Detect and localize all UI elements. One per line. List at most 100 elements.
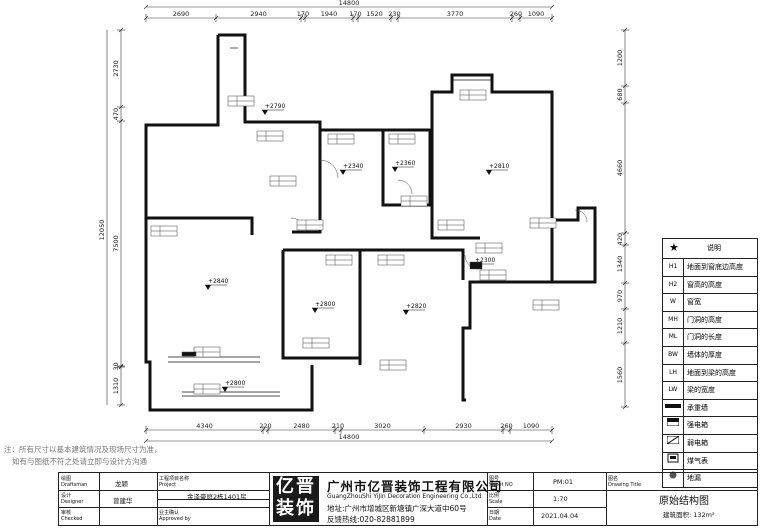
scale-value: 1:70 — [553, 495, 568, 503]
company-address: 地址:广州市增城区新塘镇广深大道中60号 — [327, 504, 467, 513]
dim-tick — [118, 27, 124, 33]
level-marker-icon — [403, 310, 409, 315]
legend-row: 弱电箱 — [663, 434, 757, 452]
dim-bottom-segment: 260 — [500, 422, 512, 430]
room-height-label: +2340 — [343, 163, 363, 170]
legend-header-text: 说明 — [707, 244, 721, 252]
star-icon: ★ — [669, 241, 679, 254]
legend-symbol-gas-icon — [663, 452, 684, 470]
dim-right-segment: 1560 — [616, 367, 624, 384]
sheet-no-value: PM:01 — [553, 478, 573, 486]
dim-left-segment: 30 — [112, 362, 120, 370]
wall-segment — [218, 33, 554, 220]
legend-symbol-weak-icon — [663, 435, 684, 452]
dim-tick — [395, 15, 401, 21]
dim-tick — [507, 427, 513, 433]
dim-tick — [622, 100, 628, 106]
legend-code: ML — [663, 329, 684, 346]
dim-right-segment: 1210 — [616, 318, 624, 335]
legend-row: 煤气表 — [663, 451, 757, 470]
dim-tick — [517, 15, 523, 21]
draftsman-label: 绘图 — [61, 476, 72, 482]
legend-code: BW — [663, 347, 684, 364]
project-value: 金泽豪庭2栋1401房 — [187, 493, 247, 501]
dim-tick — [143, 4, 149, 10]
legend-symbol-drain-icon — [663, 470, 684, 487]
level-marker-icon — [392, 167, 398, 172]
dim-tick — [118, 118, 124, 124]
dim-tick — [260, 427, 266, 433]
level-marker-icon — [486, 170, 492, 175]
drawing-title-label: 图名 — [608, 476, 619, 482]
dim-bottom-segment: 2480 — [293, 422, 310, 430]
room-height-label: +2300 — [475, 257, 495, 264]
dim-tick — [143, 427, 149, 433]
dim-tick — [118, 104, 124, 110]
dim-top-segment: 1090 — [528, 10, 545, 18]
legend-description: 墙体的厚度 — [687, 351, 722, 359]
dim-left-segment: 2730 — [112, 60, 120, 77]
legend-description: 门洞的高度 — [687, 315, 722, 324]
wall-segment — [146, 216, 254, 235]
dim-tick — [622, 83, 628, 89]
dim-tick — [332, 427, 338, 433]
legend-code: MH — [663, 311, 684, 329]
dim-top-segment: 260 — [510, 10, 522, 18]
level-marker-icon — [205, 285, 211, 290]
legend-symbol-bearing-icon — [663, 399, 684, 417]
dim-top-segment: 170 — [297, 10, 309, 18]
room-height-label: +2360 — [395, 160, 415, 167]
dim-tick — [298, 15, 304, 21]
dim-left-segment: 1310 — [112, 378, 120, 395]
logo-chars: 亿晋装饰 — [276, 476, 316, 519]
dim-bottom-segment: 3020 — [374, 422, 391, 430]
dim-tick — [118, 363, 124, 369]
legend-row: 承重墙 — [663, 398, 757, 417]
dim-top-total: 14800 — [339, 0, 360, 7]
dim-tick — [622, 280, 628, 286]
dim-tick — [549, 427, 555, 433]
drawing-title-value: 原始结构图 — [659, 496, 709, 507]
dim-tick — [143, 438, 149, 444]
room-height-label: +2790 — [265, 103, 285, 110]
legend-description: 承重墙 — [687, 403, 708, 412]
dim-right-segment: 1340 — [616, 256, 624, 273]
dim-right-segment: 4660 — [616, 160, 624, 177]
dim-top-segment: 170 — [349, 10, 361, 18]
dim-left-segment: 470 — [112, 108, 120, 120]
legend-row: 强电箱 — [663, 416, 757, 434]
date-label: 日期 — [489, 510, 500, 516]
legend-description: 地面到梁的高度 — [687, 368, 736, 377]
dim-tick — [355, 15, 361, 21]
dim-right-segment: 1200 — [616, 50, 624, 67]
wall-segment — [292, 130, 322, 234]
designer-label: 设计 — [61, 493, 72, 499]
legend-code: LW — [663, 382, 684, 399]
dim-top-segment: 230 — [388, 10, 400, 18]
sheet-no-sub: Sheet NO — [489, 482, 513, 488]
room-height-label: +2800 — [225, 380, 245, 387]
level-marker-icon — [340, 170, 346, 175]
dim-bottom-segment: 1090 — [523, 422, 540, 430]
note-line-1: 注：所有尺寸以基本建筑情况及现场尺寸为准， — [4, 445, 162, 454]
scale-label: 比例 — [489, 493, 500, 499]
legend-description: 窗宽 — [687, 298, 701, 307]
dim-bottom-segment: 220 — [259, 422, 271, 430]
dim-tick — [622, 306, 628, 312]
wall-segment — [360, 248, 465, 280]
company-name-en: GuangZhouShi YiJin Decoration Engineerin… — [327, 493, 482, 500]
area-text: 建筑面积: 132m² — [663, 511, 715, 519]
company-logo: 亿晋装饰 — [273, 476, 319, 522]
company-name-cn: 广州市亿晋装饰工程有限公司 — [327, 479, 503, 494]
sheet-no-label: 图号 — [489, 476, 500, 482]
dim-tick — [622, 404, 628, 410]
draftsman-sub: Draftsman — [61, 482, 88, 488]
